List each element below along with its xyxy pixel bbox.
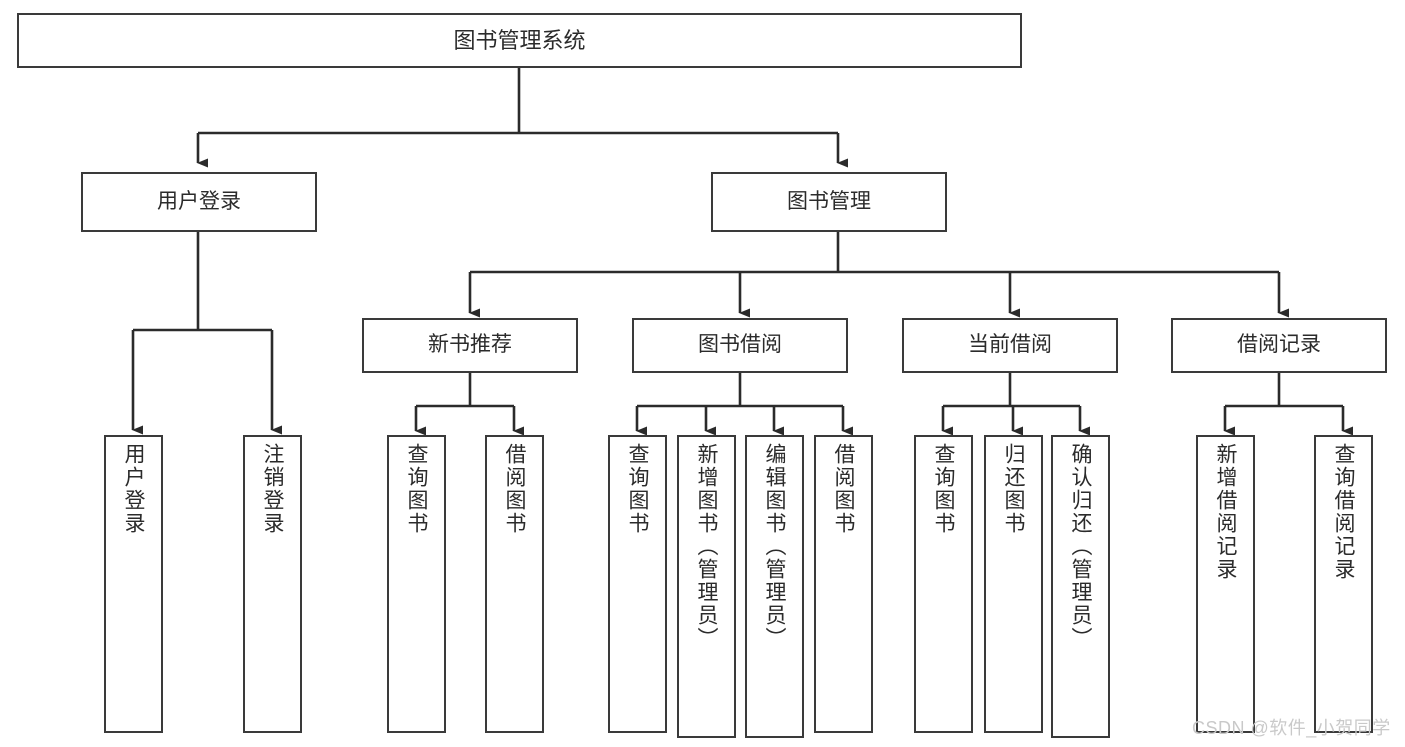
node-label: 用户登录 <box>157 189 241 213</box>
node-book-borrow[interactable]: 图书借阅 <box>632 318 848 373</box>
node-leaf-edit-book-admin[interactable]: 编辑图书（管理员） <box>745 435 804 738</box>
node-label: 查询图书 <box>626 443 649 535</box>
node-leaf-return-book[interactable]: 归还图书 <box>984 435 1043 733</box>
node-label: 新增图书（管理员） <box>695 443 718 650</box>
node-label: 图书管理 <box>787 189 871 213</box>
node-leaf-borrow-book-borrow[interactable]: 借阅图书 <box>814 435 873 733</box>
node-label: 查询借阅记录 <box>1332 443 1355 581</box>
node-label: 新书推荐 <box>428 333 512 357</box>
node-leaf-query-book-recommend[interactable]: 查询图书 <box>387 435 446 733</box>
node-leaf-logout-login[interactable]: 注销登录 <box>243 435 302 733</box>
node-user-login[interactable]: 用户登录 <box>81 172 317 232</box>
node-new-book-recommend[interactable]: 新书推荐 <box>362 318 578 373</box>
csdn-watermark: CSDN @软件_小贺同学 <box>1192 718 1391 738</box>
node-label: 借阅记录 <box>1237 333 1321 357</box>
node-label: 用户登录 <box>122 443 145 535</box>
node-root-book-management-system[interactable]: 图书管理系统 <box>17 13 1022 68</box>
node-leaf-add-book-admin[interactable]: 新增图书（管理员） <box>677 435 736 738</box>
node-book-management[interactable]: 图书管理 <box>711 172 947 232</box>
node-label: 借阅图书 <box>832 443 855 535</box>
node-label: 借阅图书 <box>503 443 526 535</box>
node-label: 编辑图书（管理员） <box>763 443 786 650</box>
node-leaf-add-borrow-record[interactable]: 新增借阅记录 <box>1196 435 1255 733</box>
node-leaf-query-book-current[interactable]: 查询图书 <box>914 435 973 733</box>
node-borrow-record[interactable]: 借阅记录 <box>1171 318 1387 373</box>
node-label: 归还图书 <box>1002 443 1025 535</box>
node-label: 查询图书 <box>405 443 428 535</box>
node-leaf-confirm-return-admin[interactable]: 确认归还（管理员） <box>1051 435 1110 738</box>
node-label: 查询图书 <box>932 443 955 535</box>
node-leaf-user-login[interactable]: 用户登录 <box>104 435 163 733</box>
node-label: 图书借阅 <box>698 333 782 357</box>
node-current-borrow[interactable]: 当前借阅 <box>902 318 1118 373</box>
node-label: 当前借阅 <box>968 333 1052 357</box>
node-label: 新增借阅记录 <box>1214 443 1237 581</box>
node-leaf-query-borrow-record[interactable]: 查询借阅记录 <box>1314 435 1373 733</box>
node-label: 注销登录 <box>261 443 284 535</box>
node-label: 图书管理系统 <box>453 27 586 53</box>
node-leaf-query-book-borrow[interactable]: 查询图书 <box>608 435 667 733</box>
node-leaf-borrow-book-recommend[interactable]: 借阅图书 <box>485 435 544 733</box>
node-label: 确认归还（管理员） <box>1069 443 1092 650</box>
